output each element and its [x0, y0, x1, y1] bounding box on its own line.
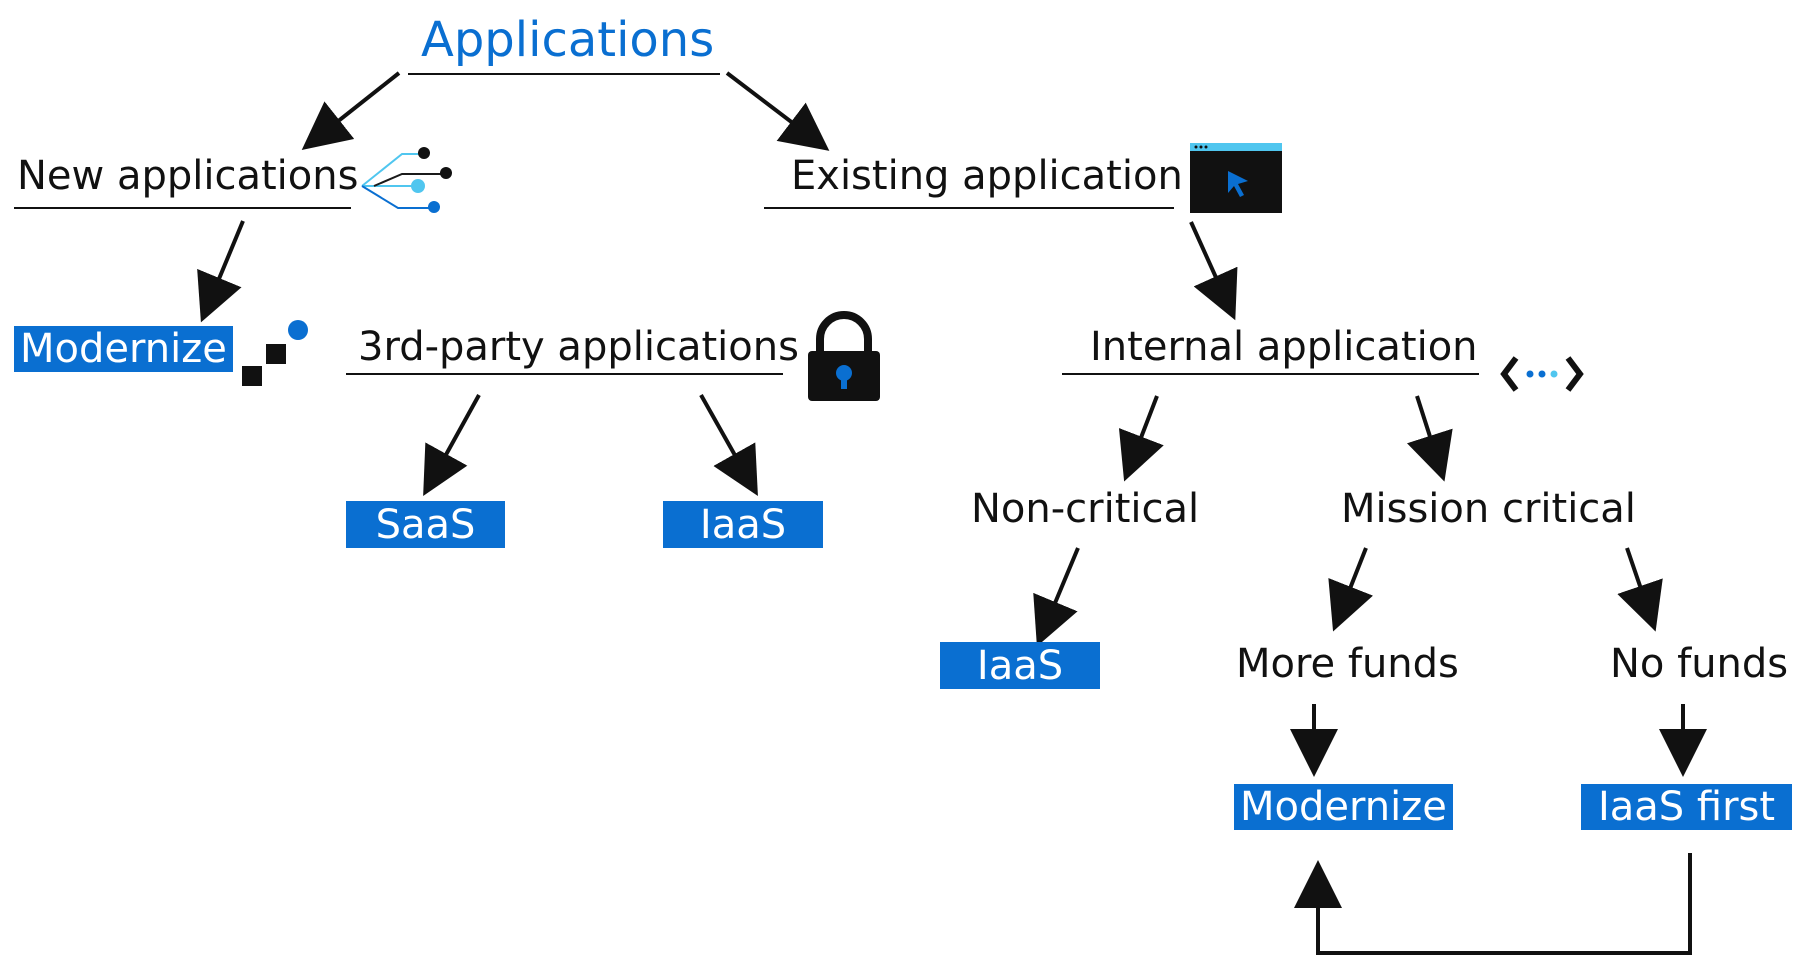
- node-third-party-applications: 3rd-party applications: [358, 324, 799, 370]
- node-modernize-top: Modernize: [14, 326, 233, 372]
- node-mission-critical: Mission critical: [1341, 486, 1636, 532]
- new-applications-underline: [14, 207, 351, 209]
- code-brackets-dots-icon: [1500, 356, 1584, 392]
- arrow-third-party-to-iaas: [699, 394, 758, 496]
- node-iaas-first: IaaS first: [1581, 784, 1792, 830]
- existing-application-underline: [764, 207, 1174, 209]
- arrow-internal-to-noncritical: [1118, 395, 1164, 482]
- node-existing-application: Existing application: [791, 153, 1183, 199]
- arrows: [197, 71, 1707, 955]
- title-underline: [408, 73, 720, 75]
- node-more-funds: More funds: [1236, 641, 1459, 687]
- internal-application-underline: [1062, 373, 1479, 375]
- arrow-internal-to-missioncritical: [1406, 395, 1453, 482]
- arrow-applications-to-new: [301, 71, 401, 150]
- node-non-critical: Non-critical: [971, 486, 1200, 532]
- arrow-new-to-modernize: [197, 220, 245, 323]
- arrow-mission-to-nofunds: [1617, 547, 1663, 632]
- window-cursor-icon: [1190, 143, 1282, 213]
- node-new-applications: New applications: [17, 153, 359, 199]
- node-no-funds: No funds: [1610, 641, 1789, 687]
- arrow-mission-to-morefunds: [1328, 547, 1374, 632]
- node-modernize-bottom: Modernize: [1234, 784, 1453, 830]
- blocks-dot-icon: [242, 320, 308, 386]
- arrow-third-party-to-saas: [423, 394, 481, 497]
- padlock-icon: [808, 311, 880, 401]
- diagram-title: Applications: [421, 12, 715, 68]
- arrow-iaasfirst-to-modernize: [1294, 853, 1692, 955]
- node-internal-application: Internal application: [1090, 324, 1478, 370]
- arrow-noncritical-to-iaas: [1033, 547, 1080, 647]
- node-saas: SaaS: [346, 501, 505, 548]
- third-party-underline: [346, 373, 783, 375]
- branch-dots-icon: [361, 147, 452, 213]
- arrow-existing-to-internal: [1189, 221, 1238, 321]
- node-iaas-third-party: IaaS: [663, 501, 823, 548]
- arrow-applications-to-existing: [725, 71, 830, 151]
- node-iaas-non-critical: IaaS: [940, 642, 1100, 689]
